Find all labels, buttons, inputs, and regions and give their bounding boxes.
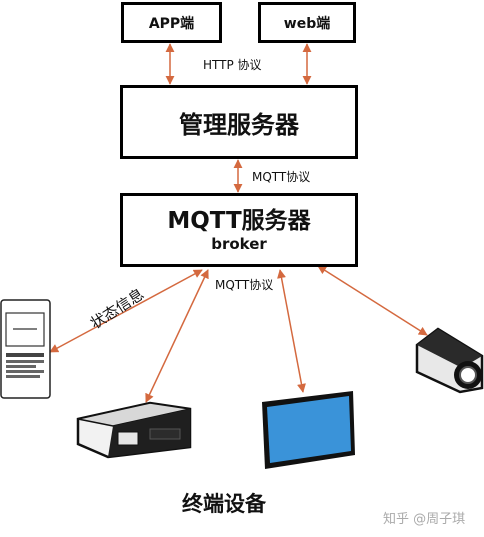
web-label: web端: [283, 15, 331, 32]
app-label: APP端: [148, 15, 195, 32]
mqtt-server-sublabel: broker: [211, 235, 267, 253]
mqtt-server-label: MQTT服务器: [167, 208, 311, 234]
mqtt-camera-arrow: [317, 265, 428, 336]
camera-icon: [415, 327, 484, 394]
http-protocol-label: HTTP 协议: [203, 58, 262, 72]
mqtt-server-box: MQTT服务器 broker: [120, 193, 358, 267]
mqtt-protocol-label-devices: MQTT协议: [215, 278, 274, 292]
management-server-label: 管理服务器: [179, 110, 299, 139]
mqtt-tablet-arrow: [277, 269, 306, 393]
mqtt-protocol-label: MQTT协议: [252, 170, 311, 184]
panel-device-icon: [0, 299, 51, 399]
management-server-box: 管理服务器: [120, 85, 358, 159]
tablet-icon: [262, 391, 355, 469]
watermark: 知乎 @周子琪: [383, 512, 466, 527]
web-box: web端: [258, 2, 356, 43]
mqtt-projector-arrow: [145, 269, 209, 403]
projector-icon: [76, 401, 192, 459]
app-box: APP端: [121, 2, 222, 43]
terminal-devices-title: 终端设备: [182, 492, 266, 516]
